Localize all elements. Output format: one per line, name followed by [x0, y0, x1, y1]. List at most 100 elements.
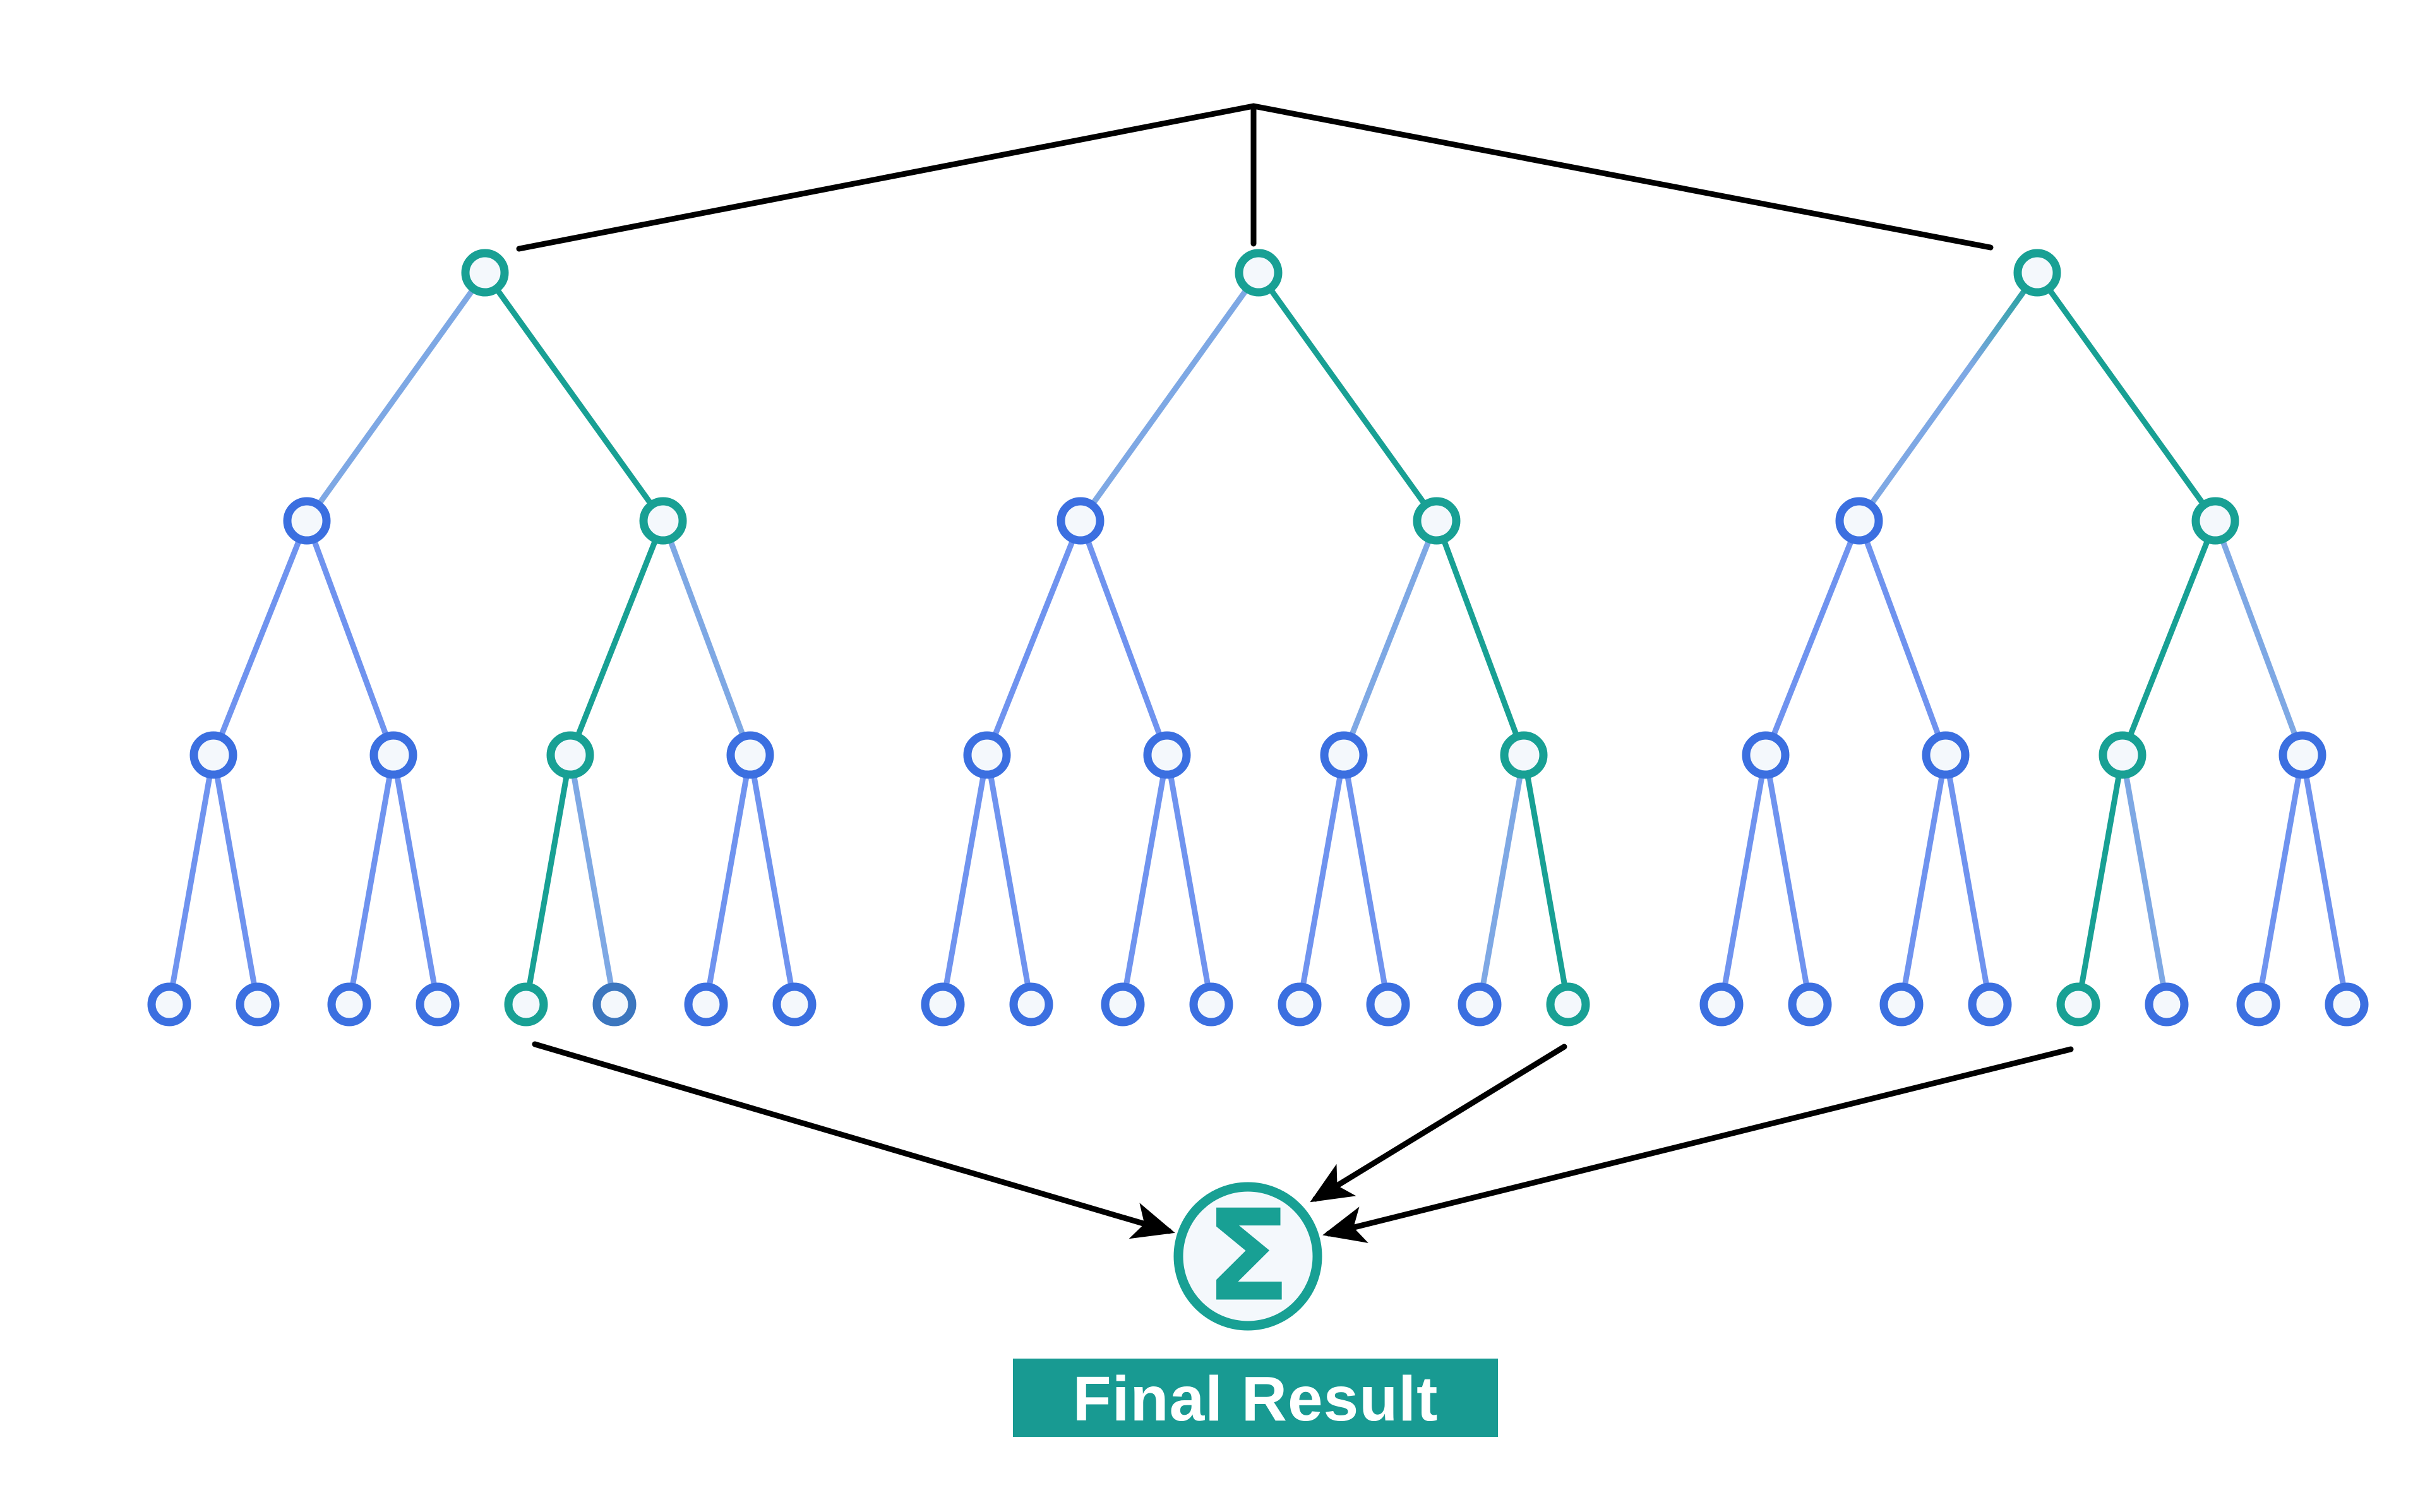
tree-edge [523, 754, 573, 1005]
tree-edge [1856, 520, 1949, 756]
tree-node [963, 731, 1011, 779]
tree-edge [304, 271, 488, 523]
tree-leaf [1278, 982, 1322, 1027]
tree-edge [482, 271, 666, 523]
apex-connector-lines [516, 103, 1994, 252]
tree-edge [210, 520, 310, 756]
tree-leaf [327, 982, 371, 1027]
tree-edge [2035, 271, 2218, 523]
tree-node [2278, 731, 2326, 779]
tree-edge [703, 754, 753, 1005]
sigma-symbol-icon: Σ [1205, 1183, 1291, 1330]
tree-node [1143, 731, 1191, 779]
tree-leaf [2145, 982, 2189, 1027]
sum-circle-icon [1173, 1182, 1322, 1331]
tree-edge [1078, 271, 1261, 523]
tree-edge [2075, 754, 2126, 1005]
tree-edge [940, 754, 990, 1005]
tree-edge [747, 754, 798, 1005]
tree-node [546, 731, 594, 779]
tree-node [639, 497, 687, 545]
tree-node [1320, 731, 1368, 779]
tree-edge [984, 754, 1034, 1005]
tree-edge [1120, 754, 1170, 1005]
tree-leaf [1366, 982, 1410, 1027]
tree-node [189, 731, 237, 779]
tree-edge [1164, 754, 1214, 1005]
tree-leaf [1458, 982, 1502, 1027]
tree-node [1057, 497, 1105, 545]
tree-leaf [2325, 982, 2369, 1027]
aggregation-arrows [532, 1041, 2074, 1243]
tree-node [1742, 731, 1790, 779]
tree-edge [2212, 520, 2306, 756]
tree-edge [567, 754, 618, 1005]
tree-leaf [504, 982, 548, 1027]
tree-node-root [461, 249, 509, 297]
tree-edge [1943, 754, 1993, 1005]
tree-2 [921, 249, 1590, 1027]
tree-edge [1434, 520, 1527, 756]
tree-edge [1898, 754, 1949, 1005]
tree-edge [166, 754, 217, 1005]
tree-node [2191, 497, 2239, 545]
sum-node: Σ [1173, 1182, 1322, 1331]
tree-leaf [147, 982, 191, 1027]
final-result-text: Final Result [1073, 1364, 1439, 1434]
tree-edge [1763, 754, 1813, 1005]
tree-node-root [1235, 249, 1283, 297]
final-result-label: Final Result [1013, 1359, 1498, 1437]
tree-node [1835, 497, 1883, 545]
tree-edge [1296, 754, 1347, 1005]
tree-leaf [1788, 982, 1832, 1027]
tree-node [1500, 731, 1548, 779]
trees-layer [147, 249, 2369, 1027]
tree-edge [1256, 271, 1439, 523]
tree-leaf [1968, 982, 2012, 1027]
tree-edge [1521, 754, 1571, 1005]
tree-edge [1763, 520, 1862, 756]
tree-leaf [2056, 982, 2100, 1027]
tree-node [369, 731, 417, 779]
tree-leaf [1189, 982, 1233, 1027]
tree-leaf [1879, 982, 1924, 1027]
apex-lines [516, 103, 1994, 252]
tree-node [283, 497, 331, 545]
tree-leaf [416, 982, 460, 1027]
tree-node [726, 731, 774, 779]
tree-leaf [684, 982, 728, 1027]
tree-edge [2119, 520, 2218, 756]
tree-edge [1341, 754, 1391, 1005]
tree-edge [304, 520, 397, 756]
tree-leaf [1101, 982, 1145, 1027]
tree-leaf [1009, 982, 1053, 1027]
tree-edge [1476, 754, 1527, 1005]
tree-node [1413, 497, 1461, 545]
tree-1 [147, 249, 817, 1027]
tree-leaf [921, 982, 965, 1027]
leaf-to-sum-arrow [1310, 1044, 1567, 1203]
tree-edge [210, 754, 261, 1005]
final-result-box [1013, 1359, 1498, 1437]
tree-edge [660, 520, 753, 756]
tree-edge [984, 520, 1084, 756]
tree-edge [1341, 520, 1440, 756]
tree-leaf [1699, 982, 1744, 1027]
tree-edge [2255, 754, 2306, 1005]
tree-leaf [772, 982, 817, 1027]
leaf-to-sum-arrow [1322, 1046, 2074, 1243]
tree-edge [1077, 520, 1170, 756]
tree-edge [1718, 754, 1769, 1005]
tree-node [2099, 731, 2147, 779]
tree-edge [390, 754, 441, 1005]
tree-leaf [592, 982, 637, 1027]
tree-leaf [236, 982, 280, 1027]
tree-edge [567, 520, 666, 756]
tree-edge [2119, 754, 2170, 1005]
leaf-to-sum-arrow [532, 1041, 1175, 1239]
tree-leaf [1546, 982, 1590, 1027]
tree-edge [2299, 754, 2350, 1005]
tree-edge [1857, 271, 2040, 523]
